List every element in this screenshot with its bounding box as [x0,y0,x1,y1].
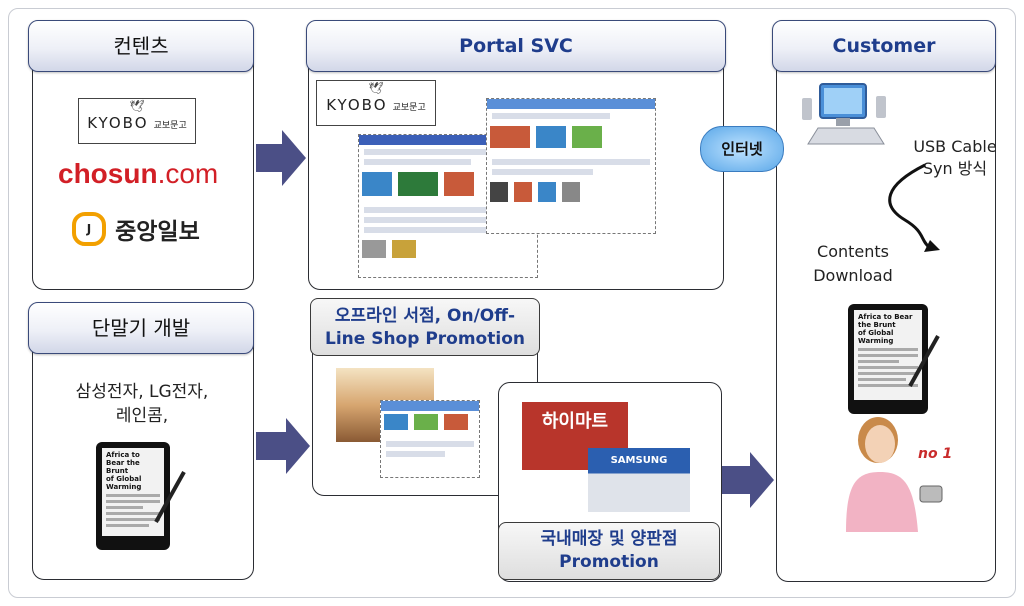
usb-sync-label: USB Cable Syn 방식 [913,137,997,178]
kyobo-bird-icon: 🕊 [129,99,145,113]
customer-header: Customer [772,20,996,72]
contents-header: 컨텐츠 [28,20,254,72]
joongang-circle-icon: J [72,212,106,246]
offline-web-screenshot [380,400,480,478]
contents-download-label: Contents Download [813,242,893,285]
stylus-icon [908,335,940,387]
portal-screenshot-front [486,98,656,234]
offline-label: 오프라인 서점, On/Off- Line Shop Promotion [310,298,540,356]
ad-badge: no 1 [918,446,953,462]
kyobo-bird-icon: 🕊 [368,81,384,95]
joongang-logo: J 중앙일보 [72,212,222,248]
samsung-store-photo: SAMSUNG [588,448,690,512]
computer-icon [802,83,886,145]
customer-person-image [846,417,943,532]
portal-header: Portal SVC [306,20,726,72]
arrow-device-to-offline [256,418,310,474]
internet-cloud: 인터넷 [700,126,784,172]
arrow-contents-to-portal [256,130,306,186]
retail-label: 국내매장 및 양판점 Promotion [498,522,720,580]
portal-kyobo-logo: 🕊 KYOBO 교보문고 [316,80,436,126]
device-header: 단말기 개발 [28,302,254,354]
contents-panel [32,30,254,290]
kyobo-logo: 🕊 KYOBO 교보문고 [78,98,196,144]
arrow-retail-to-customer [722,452,774,508]
chosun-logo: chosun.com [58,158,219,189]
stylus-icon [154,471,186,523]
device-makers-label: 삼성전자, LG전자, 레인콤, [75,382,209,426]
sync-curve-arrow [888,163,940,252]
